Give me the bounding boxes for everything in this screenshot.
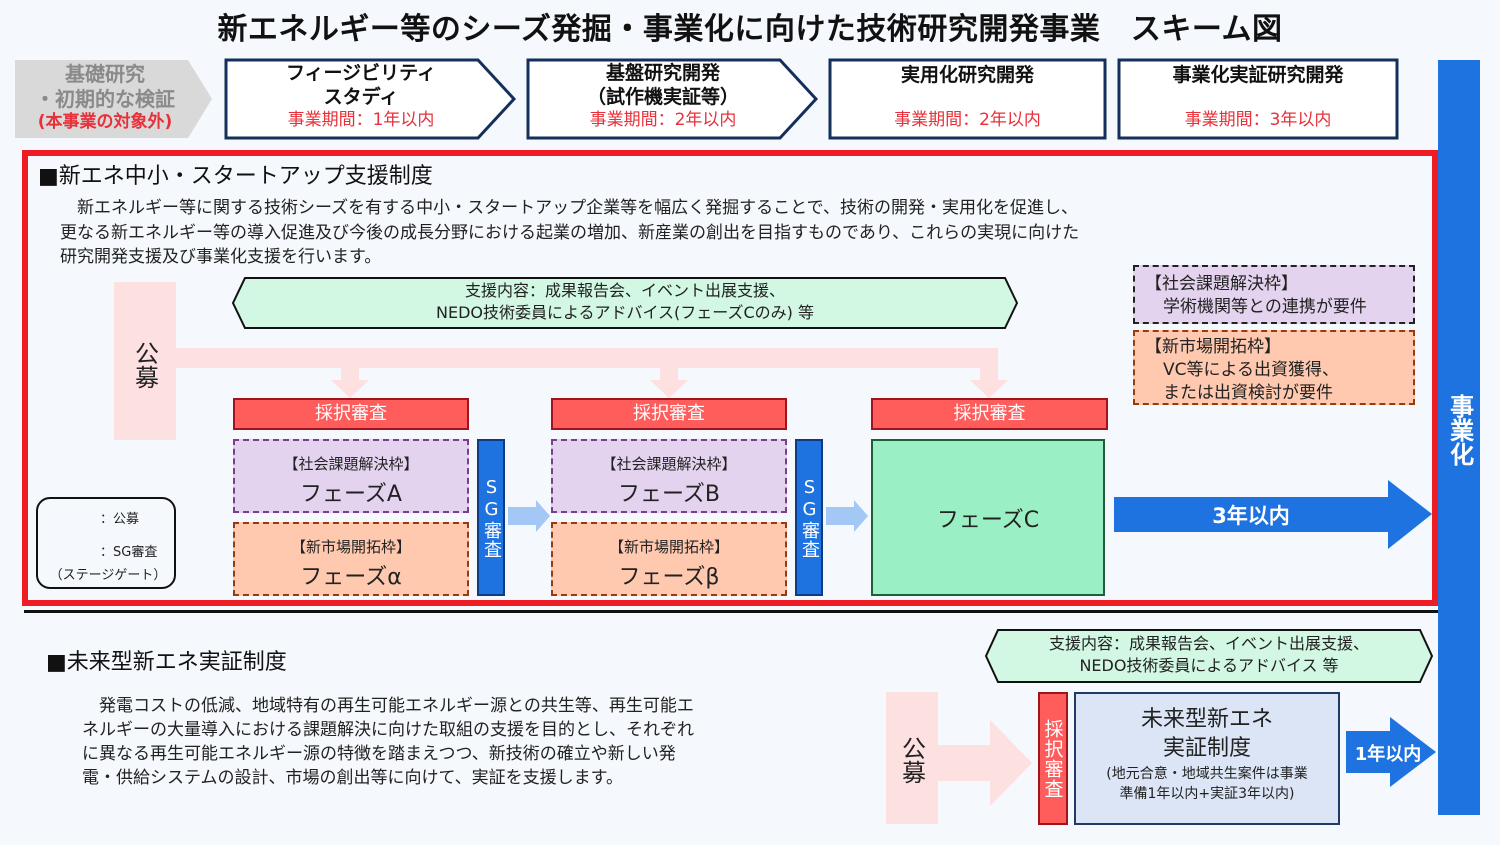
stage-basic-research: 基礎研究 ・初期的な検証 (本事業の対象外) — [35, 62, 175, 132]
review-box-2: 採択審査 — [551, 398, 787, 430]
support-content: 支援内容：成果報告会、イベント出展支援、 NEDO技術委員によるアドバイス(フェ… — [436, 281, 814, 323]
legend-koubo-label: ：公募 — [100, 512, 140, 527]
review-box-1: 採択審査 — [233, 398, 469, 430]
commercialization-label: 事業化 — [1445, 394, 1474, 466]
page-title: 新エネルギー等のシーズ発掘・事業化に向けた技術研究開発事業 スキーム図 — [217, 12, 1283, 47]
startup-section-description: 新エネルギー等に関する技術シーズを有する中小・スタートアップ企業等を幅広く発掘す… — [60, 198, 1080, 268]
phase-c-box: フェーズC — [871, 439, 1105, 596]
requirement-market-box: 【新市場開拓枠】 VC等による出資獲得、 または出資検討が要件 — [1133, 330, 1415, 405]
requirement-social-box: 【社会課題解決枠】 学術機関等との連携が要件 — [1133, 265, 1415, 324]
phase-a-box: 【社会課題解決枠】 フェーズA — [233, 439, 469, 513]
one-year-label: 1年以内 — [1354, 744, 1422, 765]
stage-feasibility: フィージビリティ スタディ 事業期間：1年以内 — [285, 62, 437, 130]
koubo-label: 公募 — [130, 341, 159, 389]
mirai-support-content: 支援内容：成果報告会、イベント出展支援、 NEDO技術委員によるアドバイス 等 — [1048, 634, 1369, 676]
mirai-koubo-arrow — [938, 720, 1032, 806]
stage-commercial-demo: 事業化実証研究開発 事業期間：3年以内 — [1172, 64, 1344, 130]
commercialization-bar: 事業化 — [1438, 60, 1480, 815]
phase-alpha-box: 【新市場開拓枠】 フェーズα — [233, 522, 469, 596]
startup-support-frame — [22, 150, 1438, 606]
mirai-koubo-label: 公募 — [897, 736, 926, 784]
phase-b-box: 【社会課題解決枠】 フェーズB — [551, 439, 787, 513]
stage-practical-rd: 実用化研究開発 事業期間：2年以内 — [894, 64, 1041, 130]
mirai-section-heading: ■未来型新エネ実証制度 — [46, 650, 287, 675]
mirai-review-bar: 採択審査 — [1038, 692, 1068, 825]
sg-review-bar-1: SG審査 — [477, 439, 505, 596]
sg-review-bar-2: SG審査 — [795, 439, 823, 596]
legend — [36, 497, 176, 589]
legend-sg-note: （ステージゲート） — [49, 568, 167, 583]
stage-basic-rd: 基盤研究開発 （試作機実証等） 事業期間：2年以内 — [586, 62, 739, 130]
phase-beta-box: 【新市場開拓枠】 フェーズβ — [551, 522, 787, 596]
legend-sg-label: ：SG審査 — [100, 545, 158, 560]
mirai-program-box: 未来型新エネ 実証制度 (地元合意・地域共生案件は事業 準備1年以内+実証3年以… — [1074, 692, 1340, 825]
three-year-label: 3年以内 — [1212, 504, 1290, 528]
mirai-section-description: 発電コストの低減、地域特有の再生可能エネルギー源との共生等、再生可能エ ネルギー… — [82, 696, 694, 789]
review-box-3: 採択審査 — [871, 398, 1108, 430]
section-divider — [24, 610, 1438, 613]
startup-section-heading: ■新エネ中小・スタートアップ支援制度 — [38, 164, 433, 189]
